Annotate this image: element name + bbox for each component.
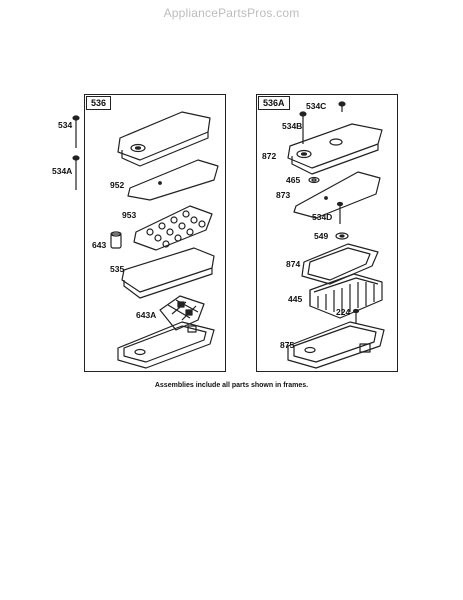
nut-549-icon xyxy=(335,232,349,240)
callout-534A: 534A xyxy=(52,166,73,176)
left-assembly-frame xyxy=(84,94,226,372)
callout-534: 534 xyxy=(58,120,73,130)
callout-872: 872 xyxy=(262,151,277,161)
bolt-534C-icon xyxy=(338,101,346,112)
callout-445: 445 xyxy=(288,294,303,304)
assembly-caption: Assemblies include all parts shown in fr… xyxy=(154,382,309,389)
filter-grid-643A-icon xyxy=(159,295,205,331)
plate-873-icon xyxy=(293,171,381,219)
plate-952-icon xyxy=(127,159,219,201)
callout-534B: 534B xyxy=(282,121,303,131)
cover-part-icon xyxy=(117,111,211,167)
seal-874-icon xyxy=(301,243,379,285)
screw-224-icon xyxy=(352,308,360,324)
bolt-534A-icon xyxy=(72,155,80,190)
callout-643: 643 xyxy=(92,240,107,250)
left-frame-label: 536 xyxy=(86,96,112,110)
callout-953: 953 xyxy=(122,210,137,220)
bolt-534-icon xyxy=(72,115,80,148)
stud-534D-icon xyxy=(336,201,344,224)
callout-534C: 534C xyxy=(306,101,327,111)
watermark-text: AppliancePartsPros.com xyxy=(163,6,300,20)
cover-872-icon xyxy=(287,123,383,175)
callout-535: 535 xyxy=(110,264,125,274)
callout-534D: 534D xyxy=(312,212,333,222)
precleaner-535-icon xyxy=(121,247,215,299)
sleeve-643-icon xyxy=(110,231,122,249)
callout-465: 465 xyxy=(286,175,301,185)
base-left-icon xyxy=(117,321,215,369)
callout-875: 875 xyxy=(280,340,295,350)
callout-873: 873 xyxy=(276,190,291,200)
callout-224: 224 xyxy=(336,307,351,317)
callout-952: 952 xyxy=(110,180,125,190)
callout-874: 874 xyxy=(286,259,301,269)
right-frame-label: 536A xyxy=(258,96,290,110)
callout-643A: 643A xyxy=(136,310,157,320)
grommet-465-icon xyxy=(308,176,320,184)
perforated-plate-953-icon xyxy=(133,205,213,251)
base-875-icon xyxy=(287,321,385,369)
bolt-534B-icon xyxy=(299,111,307,144)
callout-549: 549 xyxy=(314,231,329,241)
right-assembly-frame xyxy=(256,94,398,372)
filter-cartridge-445-icon xyxy=(309,273,383,319)
